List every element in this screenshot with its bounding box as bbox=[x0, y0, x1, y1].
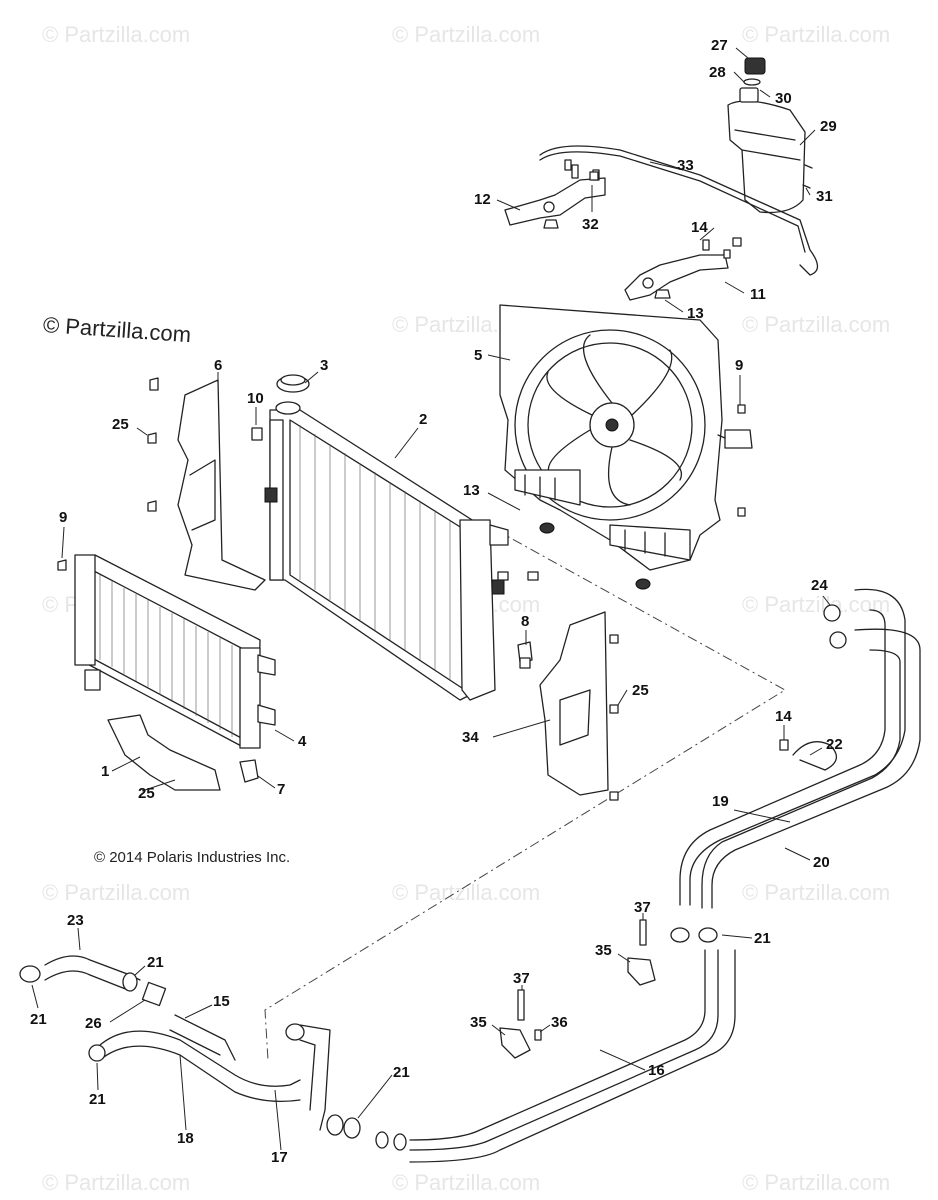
callout-6: 6 bbox=[214, 357, 222, 374]
callout-28: 28 bbox=[709, 64, 726, 81]
callout-11: 11 bbox=[750, 286, 766, 303]
callout-32: 32 bbox=[582, 216, 599, 233]
callout-9: 9 bbox=[59, 509, 67, 526]
callout-37: 37 bbox=[634, 899, 651, 916]
callout-21: 21 bbox=[754, 930, 771, 947]
callout-23: 23 bbox=[67, 912, 84, 929]
callout-labels: 27 28 30 29 33 31 12 32 14 11 13 6 3 5 9… bbox=[30, 37, 843, 1166]
callout-19: 19 bbox=[712, 793, 729, 810]
callout-36: 36 bbox=[551, 1014, 568, 1031]
watermark: © Partzilla.com bbox=[42, 880, 190, 905]
callout-24: 24 bbox=[811, 577, 828, 594]
callout-21: 21 bbox=[30, 1011, 47, 1028]
bracket-12 bbox=[504, 164, 606, 229]
leader-lines bbox=[31, 47, 831, 1151]
overflow-hose-edge bbox=[539, 151, 806, 253]
callout-13: 13 bbox=[687, 305, 704, 322]
watermark: © Partzilla.com bbox=[742, 312, 890, 337]
watermark: © Partzilla.com bbox=[42, 1170, 190, 1195]
callout-30: 30 bbox=[775, 90, 792, 107]
right-bracket-34 bbox=[539, 611, 609, 796]
fitting-7 bbox=[239, 759, 259, 783]
callout-8: 8 bbox=[521, 613, 529, 630]
watermark: © Partzilla.com bbox=[742, 592, 890, 617]
callout-1: 1 bbox=[101, 763, 109, 780]
cooling-fan-assembly bbox=[499, 304, 753, 571]
callout-29: 29 bbox=[820, 118, 837, 135]
watermark: © Partzilla.com bbox=[742, 880, 890, 905]
watermark: © Partzilla.com bbox=[742, 1170, 890, 1195]
callout-14: 14 bbox=[775, 708, 792, 725]
watermark: © Partzilla.com bbox=[42, 22, 190, 47]
bracket-11 bbox=[624, 237, 742, 301]
callout-34: 34 bbox=[462, 729, 479, 746]
coolant-reservoir bbox=[727, 57, 813, 214]
clamp-35-upper bbox=[627, 957, 656, 986]
callout-21: 21 bbox=[147, 954, 164, 971]
callout-13: 13 bbox=[463, 482, 480, 499]
callout-4: 4 bbox=[298, 733, 307, 750]
radiator bbox=[264, 401, 509, 701]
radiator-cap bbox=[276, 374, 310, 393]
callout-35: 35 bbox=[595, 942, 612, 959]
callout-5: 5 bbox=[474, 347, 482, 364]
callout-27: 27 bbox=[711, 37, 728, 54]
callout-10: 10 bbox=[247, 390, 264, 407]
lower-hoses bbox=[409, 927, 736, 1163]
oil-cooler bbox=[74, 554, 276, 749]
clamp-35-lower bbox=[499, 1027, 531, 1059]
watermark: © Partzilla.com bbox=[392, 1170, 540, 1195]
callout-17: 17 bbox=[271, 1149, 288, 1166]
callout-37: 37 bbox=[513, 970, 530, 987]
watermark: © Partzilla.com bbox=[392, 880, 540, 905]
callout-25: 25 bbox=[632, 682, 649, 699]
callout-31: 31 bbox=[816, 188, 833, 205]
callout-15: 15 bbox=[213, 993, 230, 1010]
callout-25: 25 bbox=[138, 785, 155, 802]
watermark: © Partzilla.com bbox=[392, 22, 540, 47]
callout-14: 14 bbox=[691, 219, 708, 236]
callout-26: 26 bbox=[85, 1015, 102, 1032]
callout-35: 35 bbox=[470, 1014, 487, 1031]
callout-9: 9 bbox=[735, 357, 743, 374]
callout-21: 21 bbox=[89, 1091, 106, 1108]
callout-2: 2 bbox=[419, 411, 427, 428]
callout-33: 33 bbox=[677, 157, 694, 174]
callout-25: 25 bbox=[112, 416, 129, 433]
callout-7: 7 bbox=[277, 781, 285, 798]
fasteners bbox=[57, 159, 837, 1041]
callout-16: 16 bbox=[648, 1062, 665, 1079]
callout-12: 12 bbox=[474, 191, 491, 208]
upper-hoses bbox=[679, 588, 921, 909]
overflow-hose bbox=[539, 145, 819, 276]
watermark: © Partzilla.com bbox=[742, 22, 890, 47]
copyright-notice: © 2014 Polaris Industries Inc. bbox=[94, 849, 291, 866]
callout-18: 18 bbox=[177, 1130, 194, 1147]
bracket-1 bbox=[107, 714, 221, 791]
left-hoses bbox=[19, 955, 407, 1151]
callout-22: 22 bbox=[826, 736, 843, 753]
callout-3: 3 bbox=[320, 357, 328, 374]
callout-20: 20 bbox=[813, 854, 830, 871]
assembly-dashed-line bbox=[264, 519, 786, 1061]
callout-21: 21 bbox=[393, 1064, 410, 1081]
left-bracket-6 bbox=[177, 379, 266, 591]
